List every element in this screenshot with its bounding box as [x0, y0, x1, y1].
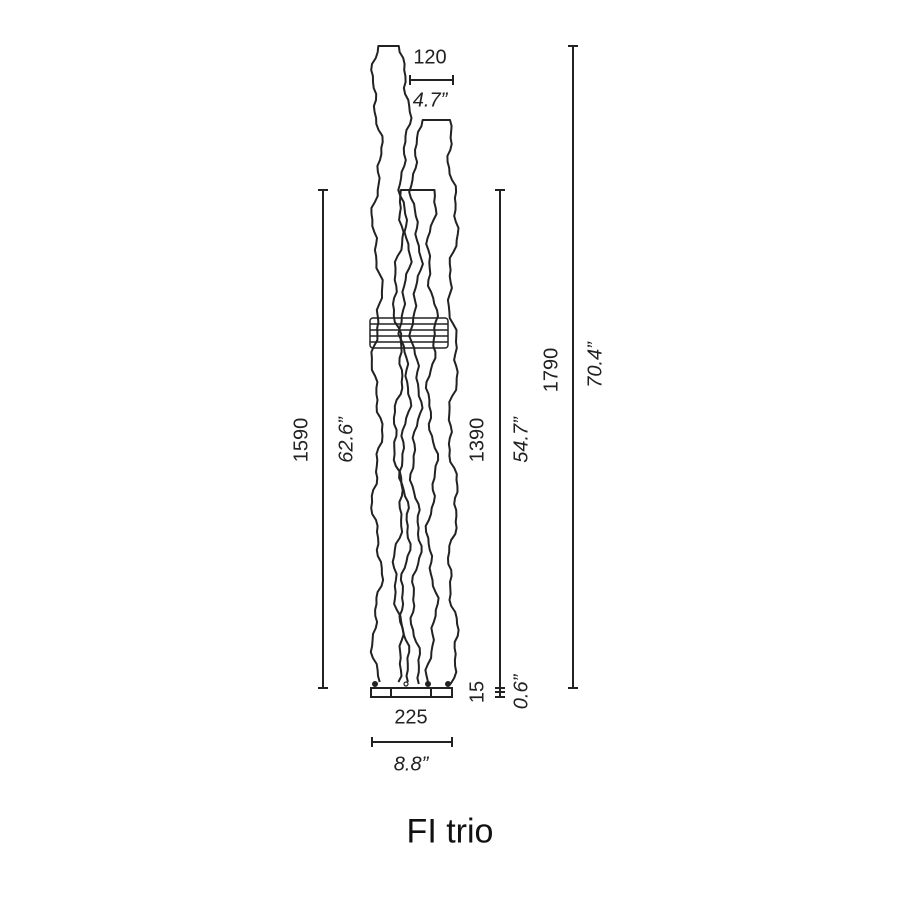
base-height-mm: 15 — [466, 680, 489, 704]
tube-short — [391, 189, 440, 683]
base-height-in: 0.6” — [510, 674, 533, 710]
tube-medium — [408, 119, 460, 685]
lamp-base — [370, 681, 453, 698]
tube-width-in: 4.7” — [412, 89, 448, 112]
tube-width-mm: 120 — [413, 46, 447, 69]
tube-tall — [369, 45, 413, 683]
total-height-in: 70.4” — [584, 342, 607, 388]
short-height-mm: 1390 — [466, 417, 489, 463]
tall-height-in: 62.6” — [335, 417, 358, 463]
short-height-in: 54.7” — [510, 417, 533, 463]
dimension-lines — [318, 45, 578, 747]
base-width-in: 8.8” — [393, 753, 429, 776]
product-title: FI trio — [406, 812, 494, 851]
lamp-tubes — [369, 45, 460, 685]
ring-band — [369, 317, 449, 349]
total-height-mm: 1790 — [540, 347, 563, 393]
base-width-mm: 225 — [394, 706, 428, 729]
tall-height-mm: 1590 — [290, 417, 313, 463]
